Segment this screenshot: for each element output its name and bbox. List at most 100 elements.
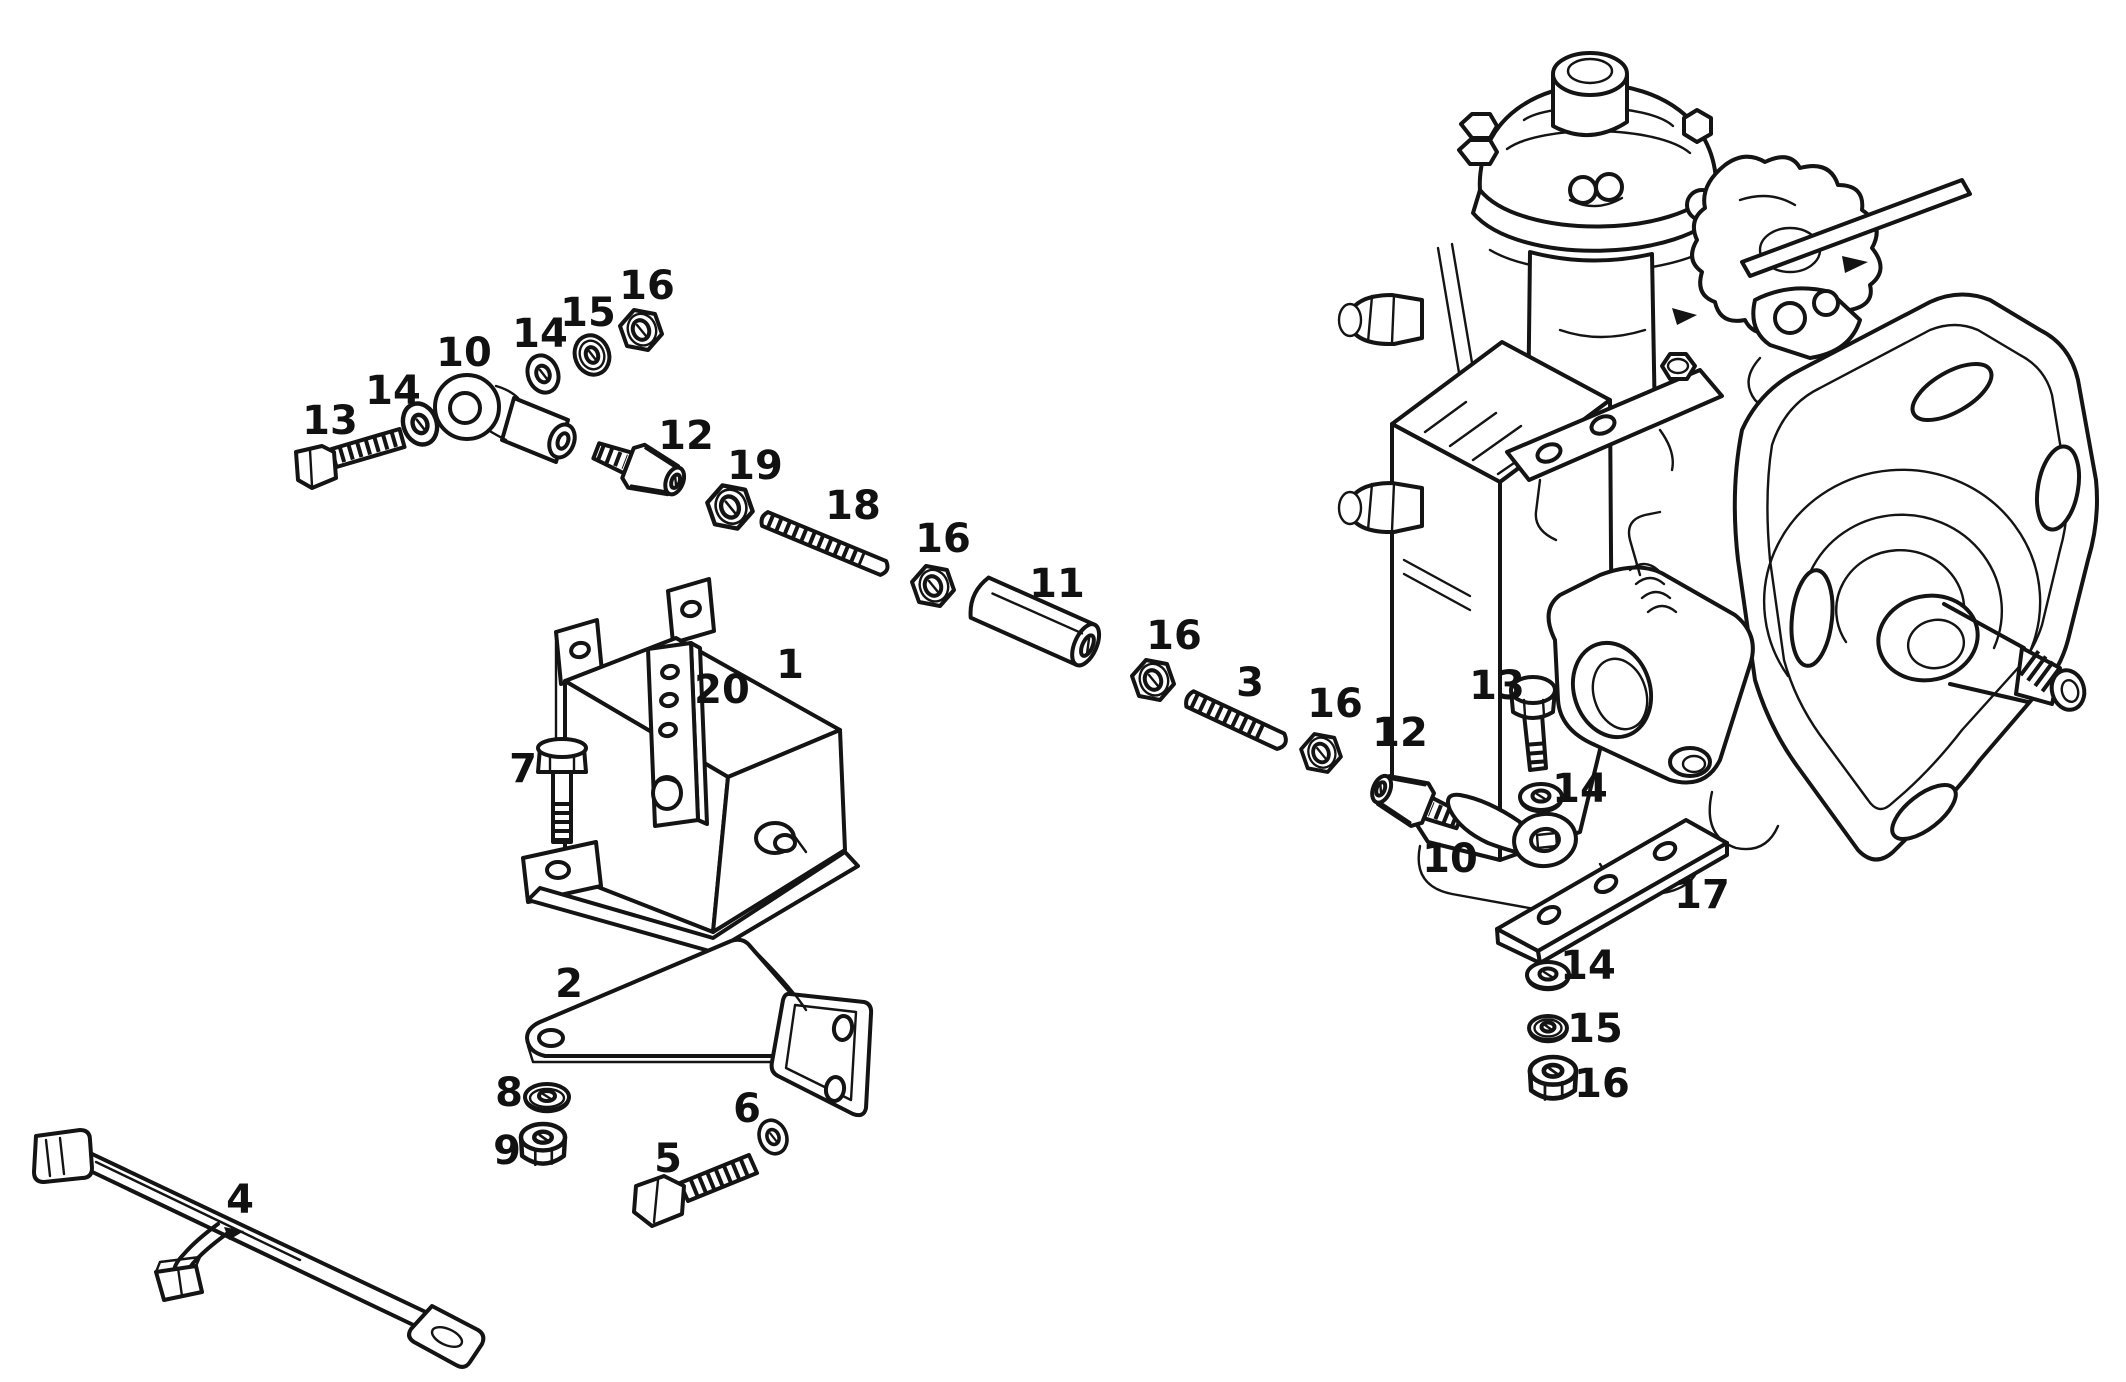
part-13-hex-bolt-shape (1522, 698, 1546, 718)
linkage-hardware-left (294, 307, 1102, 668)
callout-14-1: 14 (365, 368, 421, 414)
callout-13-0: 13 (302, 398, 358, 444)
pump-mounting-flange-shape (2060, 678, 2080, 704)
part-11-sleeve (968, 575, 1102, 668)
pump-governor-dome (1457, 51, 1725, 273)
part-4-wiring-harness-shape (154, 1255, 202, 1298)
pump-lever-bar-shape (1534, 428, 1674, 542)
part-4-wiring-harness-shape (44, 1136, 66, 1178)
pump-rocker-bracket-shape (1812, 289, 1840, 317)
part-1-mounting-bracket-shape (545, 860, 571, 880)
callout-4-19: 4 (226, 1177, 254, 1223)
part-17-spacer-bar-shape (1593, 873, 1619, 895)
part-13-hex-bolt (1509, 675, 1557, 772)
pump-lower-clamp-shape (1591, 657, 1649, 731)
drive-shaft (2014, 646, 2062, 706)
pump-lower-clamp (1546, 510, 1755, 785)
part-4-wiring-harness-shape (430, 1326, 464, 1348)
part-4-wiring-harness (32, 1128, 486, 1369)
part-10-rod-end (1446, 792, 1578, 869)
part-8-washer (523, 1082, 571, 1114)
dome-bolt (1459, 112, 1499, 140)
linkage-hardware-right (1130, 657, 1729, 1100)
part-1-mounting-bracket-shape (680, 599, 702, 619)
part-1-mounting-bracket-shape (788, 828, 808, 854)
part-7-hex-bolt-shape (548, 755, 576, 772)
callout-15-29: 15 (1567, 1006, 1623, 1052)
part-20-shim-strip-shape (651, 775, 683, 811)
part-17-spacer-bar-shape (1536, 904, 1562, 926)
pump-mounting-flange-shape (1835, 549, 1966, 644)
pump-rocker-bracket (1747, 286, 1865, 447)
part-13-hex-bolt-shape (1528, 741, 1546, 769)
part-11-sleeve-shape (991, 592, 1091, 656)
pump-lever-bar-shape (1666, 357, 1690, 375)
pump-lower-clamp-shape (1681, 754, 1707, 774)
callout-16-30: 16 (1574, 1061, 1630, 1107)
part-2-support-plate-shape (526, 1044, 808, 1064)
callout-7-13: 7 (509, 746, 537, 792)
direction-arrow (1672, 308, 1697, 325)
pump-lever-bar-shape (1589, 414, 1617, 436)
pump-mounting-flange-shape (1732, 292, 2099, 862)
dome-boss (1594, 172, 1624, 202)
callout-14-28: 14 (1560, 943, 1616, 989)
part-5-hex-bolt (632, 1153, 759, 1228)
part-2-support-plate-shape (823, 1075, 847, 1103)
callout-20-12: 20 (694, 667, 750, 713)
pump-lever-bar (1505, 352, 1724, 542)
pump-plug (1337, 293, 1424, 347)
callout-14-3: 14 (512, 311, 568, 357)
pump-plug (1337, 481, 1424, 535)
part-4-wiring-harness-shape (82, 1151, 434, 1333)
callout-12-6: 12 (658, 413, 714, 459)
part-10-rod-end (433, 373, 577, 464)
pump-governor-dome-shape (1568, 196, 1624, 208)
part-3-stud-shape (1189, 692, 1267, 741)
part-15-washer (1527, 1014, 1569, 1044)
part-17-spacer-bar-shape (1536, 841, 1729, 965)
part-1-mounting-bracket (521, 577, 860, 954)
part-20-shim-strip-shape (658, 721, 678, 739)
spring-coil (1628, 562, 1678, 614)
part-20-shim-strip-shape (659, 691, 679, 709)
part-17-spacer-bar (1495, 818, 1729, 965)
part-16-nut (618, 307, 664, 352)
part-10-rod-end-shape (1446, 792, 1528, 856)
part-13-hex-bolt-shape (308, 448, 314, 488)
part-13-hex-bolt-shape (1509, 675, 1557, 705)
part-10-rod-end-shape (486, 384, 520, 442)
part-2-support-plate-shape (784, 1003, 858, 1102)
part-5-hex-bolt-shape (652, 1178, 660, 1224)
callout-2-14: 2 (555, 961, 583, 1007)
part-10-rod-end-shape (448, 391, 482, 425)
part-1-mounting-bracket-shape (773, 833, 797, 853)
callout-16-5: 16 (619, 263, 675, 309)
callout-6-17: 6 (733, 1086, 761, 1132)
pump-left-block-shape (1423, 400, 1548, 476)
callout-12-23: 12 (1372, 710, 1428, 756)
part-2-support-plate-shape (831, 1014, 855, 1042)
dome-boss (1568, 175, 1598, 205)
part-2-support-plate-shape (525, 937, 808, 1058)
pump-lever-bar-shape (1535, 442, 1563, 464)
part-10-rod-end-shape (555, 431, 571, 451)
part-3-stud (1184, 689, 1288, 751)
part-20-shim-strip-shape (660, 663, 680, 681)
part-14-washer (520, 349, 566, 399)
direction-arrow (224, 1227, 244, 1240)
part-16-nut (1530, 1057, 1576, 1100)
pump-rocker-bracket-shape (1773, 301, 1807, 335)
callout-8-15: 8 (495, 1070, 523, 1116)
part-20-shim-strip-shape (654, 778, 679, 785)
callout-3-21: 3 (1236, 660, 1264, 706)
part-1-mounting-bracket-shape (569, 640, 591, 660)
part-2-support-plate-shape (748, 944, 808, 1012)
part-13-hex-bolt-shape (337, 430, 401, 463)
pump-left-block-shape (1390, 422, 1502, 862)
pump-upper-casting (1672, 154, 1972, 335)
pump-lower-clamp-shape (1627, 510, 1662, 577)
callout-5-18: 5 (654, 1136, 682, 1182)
part-10-rod-end-shape (1535, 831, 1559, 850)
